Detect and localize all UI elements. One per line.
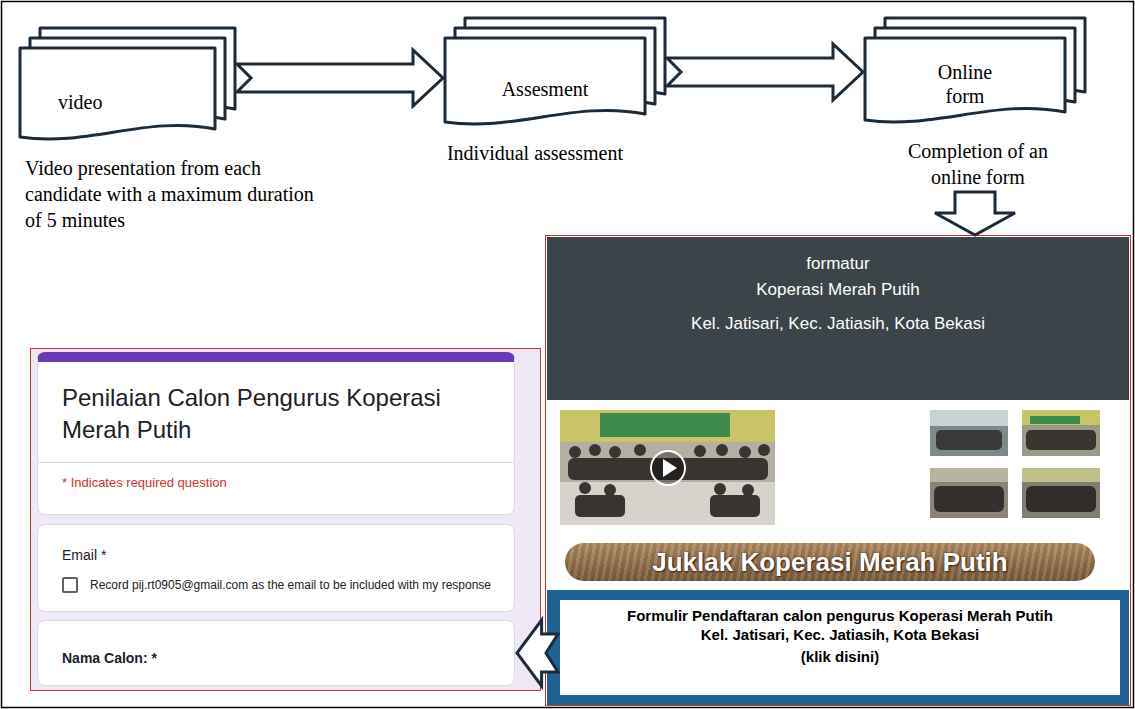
text-slot: video — [20, 76, 215, 127]
site-subtitle: formatur — [547, 251, 1129, 277]
form-title-card: Penilaian Calon Pengurus Koperasi Merah … — [37, 352, 515, 515]
form-link-title: Kel. Jatisari, Kec. Jatiasih, Kota Bekas… — [570, 625, 1110, 644]
site-header-band: formaturKoperasi Merah PutihKel. Jatisar… — [547, 237, 1129, 400]
document-stack-outline — [20, 28, 235, 143]
photo-people — [568, 444, 770, 517]
photo — [930, 468, 1008, 518]
step-caption: Individual assessment — [445, 140, 625, 166]
link-text: (klik disini) — [570, 647, 1110, 666]
document-label: video — [58, 90, 102, 114]
form-screenshot-panel — [31, 349, 541, 691]
photo-gallery — [930, 410, 1100, 518]
photo-people — [1026, 486, 1096, 512]
step-caption: Completion of an online form — [888, 138, 1068, 190]
video-thumbnail — [560, 410, 775, 525]
block-arrow — [667, 44, 863, 100]
block-arrow — [935, 192, 1015, 235]
blue-band — [547, 590, 1129, 705]
juklak-banner: Juklak Koperasi Merah Putih — [565, 543, 1095, 581]
form-question-card: Email * Record pij.rt0905@gmail.com as th… — [37, 524, 515, 612]
required-note: * Indicates required question — [38, 462, 514, 503]
question-label: Email * — [62, 545, 508, 565]
photo-people — [936, 430, 1002, 450]
photo — [1022, 468, 1100, 518]
document-label: Assesment — [502, 77, 589, 101]
form-title: Penilaian Calon Pengurus Koperasi Merah … — [38, 362, 514, 462]
form-question-card: Nama Calon: * — [37, 620, 515, 686]
photo-floor — [560, 482, 775, 525]
document-page — [445, 38, 645, 124]
site-title: Kel. Jatisari, Kec. Jatiasih, Kota Bekas… — [547, 311, 1129, 337]
document-stack-outline — [445, 18, 665, 128]
step-caption: Video presentation from each candidate w… — [25, 155, 315, 233]
checkbox — [62, 577, 78, 593]
photo-wall — [930, 468, 1008, 482]
question-label: Nama Calon: * — [62, 649, 490, 667]
website-screenshot-panel — [546, 236, 1131, 706]
photo-wall — [560, 410, 775, 442]
banner-title: Juklak Koperasi Merah Putih — [652, 546, 1007, 578]
document-label: Online form — [920, 60, 1010, 108]
form-link-title: Formulir Pendaftaran calon pengurus Kope… — [570, 606, 1110, 625]
site-title: Koperasi Merah Putih — [547, 277, 1129, 303]
photo-banner — [600, 413, 730, 437]
photo-people — [934, 486, 1004, 512]
photo-wall — [1022, 410, 1100, 425]
photo-people — [1026, 430, 1096, 450]
document-step: videoVideo presentation from each candid… — [20, 28, 235, 143]
document-step: AssesmentIndividual assessment — [445, 18, 665, 128]
photo — [560, 410, 775, 525]
checkbox-label: Record pij.rt0905@gmail.com as the email… — [90, 577, 491, 593]
text-slot: Online form — [865, 58, 1065, 110]
photo — [1022, 410, 1100, 456]
document-step: Online formCompletion of an online form — [865, 18, 1085, 126]
photo — [930, 410, 1008, 456]
registration-link-box: Formulir Pendaftaran calon pengurus Kope… — [560, 600, 1120, 695]
play-button — [651, 451, 685, 485]
photo-wall — [1022, 468, 1100, 482]
checkbox-row: Record pij.rt0905@gmail.com as the email… — [62, 577, 508, 593]
play-icon — [663, 459, 677, 477]
document-page — [20, 48, 215, 139]
block-arrow — [237, 50, 443, 106]
block-arrow — [517, 620, 558, 686]
photo-wall — [930, 410, 1008, 426]
photo-banner — [1030, 416, 1080, 424]
text-slot: Assesment — [445, 66, 645, 112]
document-page — [865, 38, 1065, 122]
